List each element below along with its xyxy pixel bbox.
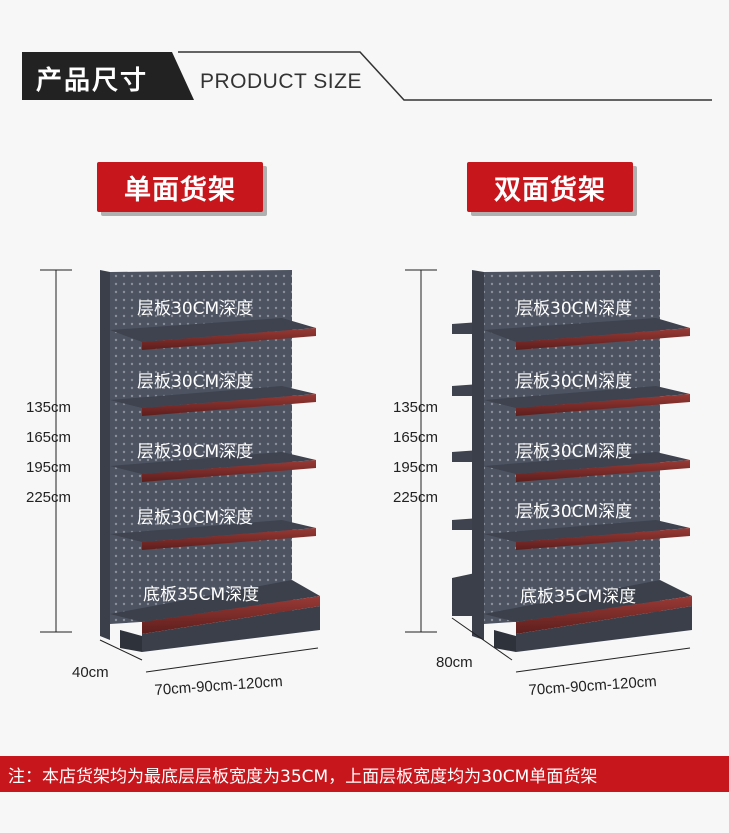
single-shelf-label-2: 层板30CM深度 xyxy=(137,372,254,392)
height-option: 195cm xyxy=(26,459,72,476)
double-height-list: 135cm 165cm 195cm 225cm xyxy=(393,393,438,513)
height-option: 225cm xyxy=(393,489,439,506)
double-shelf-label-4: 层板30CM深度 xyxy=(516,502,633,522)
double-base-label: 底板35CM深度 xyxy=(520,587,637,607)
right-height-marker xyxy=(405,269,437,633)
double-depth-label: 80cm xyxy=(436,654,473,671)
height-option: 135cm xyxy=(26,399,72,416)
section-header: 产品尺寸 PRODUCT SIZE xyxy=(0,0,729,110)
double-shelf-unit xyxy=(451,270,692,673)
height-option: 195cm xyxy=(393,459,439,476)
single-depth-label: 40cm xyxy=(72,664,109,681)
page-subtitle: PRODUCT SIZE xyxy=(200,70,362,93)
double-shelf-label-2: 层板30CM深度 xyxy=(516,372,633,392)
single-shelf-label-1: 层板30CM深度 xyxy=(137,299,254,319)
height-option: 165cm xyxy=(26,429,72,446)
left-height-marker xyxy=(40,269,72,633)
bottom-spacer xyxy=(0,792,729,833)
height-option: 225cm xyxy=(26,489,72,506)
single-side-badge: 单面货架 xyxy=(97,162,263,212)
height-option: 135cm xyxy=(393,399,439,416)
single-shelf-unit xyxy=(99,270,320,673)
double-side-badge: 双面货架 xyxy=(467,162,633,212)
single-base-label: 底板35CM深度 xyxy=(143,585,260,605)
page-title: 产品尺寸 xyxy=(36,66,149,96)
double-shelf-label-1: 层板30CM深度 xyxy=(516,299,633,319)
single-shelf-label-3: 层板30CM深度 xyxy=(137,442,254,462)
footer-note: 注：本店货架均为最底层层板宽度为35CM，上面层板宽度均为30CM单面货架 xyxy=(0,756,729,792)
shelf-illustrations xyxy=(40,269,692,673)
double-shelf-label-3: 层板30CM深度 xyxy=(516,442,633,462)
single-height-list: 135cm 165cm 195cm 225cm xyxy=(26,393,71,513)
height-option: 165cm xyxy=(393,429,439,446)
header-decoration xyxy=(22,51,712,101)
single-shelf-label-4: 层板30CM深度 xyxy=(137,508,254,528)
